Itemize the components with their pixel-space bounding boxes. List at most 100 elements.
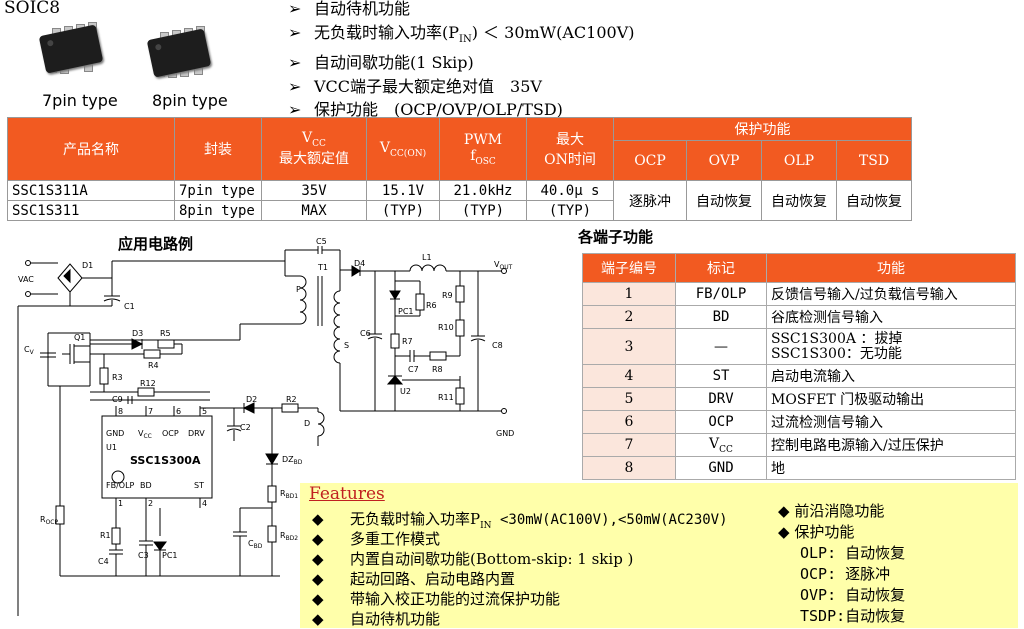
pin-function-title: 各端子功能 xyxy=(578,228,654,246)
header-tsd: TSD xyxy=(836,140,912,181)
vcc-value-2: MAX xyxy=(261,200,367,221)
package-type-7pin: 7pin type xyxy=(42,91,118,110)
features-title: Features xyxy=(309,484,385,504)
feature-left-item: ◆ 带输入校正功能的过流保护功能 xyxy=(312,588,560,609)
label-gnd: GND xyxy=(496,429,514,438)
feature-sub-item: OVP: 自动恢复 xyxy=(800,586,906,604)
label-ic-gnd: GND xyxy=(106,429,124,438)
header-ocp: OCP xyxy=(613,140,687,181)
label-r5: R5 xyxy=(160,329,171,338)
features-panel xyxy=(300,483,1018,628)
pin-number: 8 xyxy=(582,456,676,480)
header-vccon-v: V xyxy=(379,139,391,156)
header-pwm: PWM xyxy=(463,131,503,148)
tsd-value: 自动恢复 xyxy=(836,180,912,221)
feature-left-item: ◆ 自动待机功能 xyxy=(312,608,440,629)
label-r4: R4 xyxy=(148,361,159,370)
pin-number-7: 7 xyxy=(148,407,153,416)
diamond-bullet-icon: ◆ xyxy=(312,570,324,588)
label-l1: L1 xyxy=(422,253,432,262)
pin-number-2: 2 xyxy=(148,499,153,508)
header-fosc-sub: OSC xyxy=(475,156,496,167)
label-vout-sub: OUT xyxy=(499,264,512,271)
diamond-bullet-icon: ◆ xyxy=(312,550,324,568)
pin-number-8: 8 xyxy=(118,407,123,416)
label-r2: R2 xyxy=(286,395,297,404)
feature-text: 无负载时输入功率P xyxy=(350,510,481,528)
pin-number: 3 xyxy=(582,328,676,365)
label-cv-sub: V xyxy=(30,349,35,356)
pin-symbol-v: V xyxy=(709,435,720,452)
label-c3: C3 xyxy=(138,551,149,560)
label-cbd-c: C xyxy=(248,539,254,548)
diamond-bullet-icon: ◆ xyxy=(312,590,324,608)
diamond-bullet-icon: ◆ xyxy=(312,510,324,528)
product-name-1: SSC1S311A xyxy=(7,180,175,201)
pin-header-function: 功能 xyxy=(766,253,1016,283)
feature-text: 起动回路、启动电路内置 xyxy=(350,570,516,588)
label-cv-c: C xyxy=(24,345,30,354)
header-vcc-max: VCC 最大额定值 xyxy=(261,117,367,181)
header-ovp: OVP xyxy=(686,140,762,181)
label-ic-drv: DRV xyxy=(188,429,205,438)
product-name-2: SSC1S311 xyxy=(7,200,175,221)
feature-subscript: IN xyxy=(480,521,492,531)
pin-function: 谷底检测信号输入 xyxy=(766,305,1016,329)
feature-left-item: ◆无负载时输入功率PIN <30mW(AC100V),<50mW(AC230V) xyxy=(312,508,728,531)
label-ic-vcc: VCC xyxy=(138,429,152,440)
label-t1: T1 xyxy=(317,263,328,272)
feature-item: 保护功能 (OCP/OVP/OLP/TSD) xyxy=(314,100,563,120)
ic-part-name: SSC1S300A xyxy=(130,454,201,467)
diamond-bullet-icon: ◆ xyxy=(778,502,790,520)
application-circuit-diagram: VAC D1 C1 C5 T1 D4 L1 VOUT P S D R9 R6 P… xyxy=(17,237,514,616)
pin-symbol: GND xyxy=(675,456,767,480)
feature-text: 带输入校正功能的过流保护功能 xyxy=(350,590,561,608)
feature-text: 保护功能 xyxy=(794,523,855,541)
fosc-value-2: (TYP) xyxy=(439,200,527,221)
vcc-value-1: 35V xyxy=(261,180,367,201)
pin-function-line1: SSC1S300A ：拔掉 xyxy=(771,330,903,347)
pin-number: 2 xyxy=(582,305,676,329)
label-ic-vcc-v: V xyxy=(138,429,144,438)
pin-symbol: BD xyxy=(675,305,767,329)
label-ic-ocp: OCP xyxy=(162,429,179,438)
header-maxon1: 最大 xyxy=(556,132,584,148)
label-rbd1-sub: BD1 xyxy=(286,493,299,500)
arrow-icon: ➢ xyxy=(288,22,302,42)
label-c1: C1 xyxy=(124,302,135,311)
feature-right-item: ◆ 前沿消隐功能 xyxy=(778,500,884,521)
feature-sub-item: OLP: 自动恢复 xyxy=(800,544,906,562)
pin-symbol: DRV xyxy=(675,387,767,411)
diamond-bullet-icon: ◆ xyxy=(312,610,324,628)
label-s: S xyxy=(344,341,349,350)
pin-number-1: 1 xyxy=(118,499,123,508)
header-vcc-on: VCC(ON) xyxy=(366,117,440,181)
feature-text: 多重工作模式 xyxy=(350,530,441,548)
feature-item-rest: ) ＜ 30mW(AC100V) xyxy=(471,22,635,42)
pin-symbol: — xyxy=(675,328,767,365)
feature-text: 自动待机功能 xyxy=(350,610,441,628)
circuit-title: 应用电路例 xyxy=(118,235,194,253)
fosc-value-1: 21.0kHz xyxy=(439,180,527,201)
feature-item: 无负载时输入功率(P xyxy=(314,22,460,42)
subscript: IN xyxy=(459,33,472,45)
package-1: 7pin type xyxy=(174,180,262,201)
arrow-icon: ➢ xyxy=(288,76,302,96)
feature-left-item: ◆内置自动间歇功能(Bottom-skip: 1 skip ) xyxy=(312,548,633,569)
label-c8: C8 xyxy=(492,341,503,350)
label-u2: U2 xyxy=(400,387,411,396)
pin-symbol: VCC xyxy=(675,433,767,457)
header-fosc-f: f xyxy=(470,147,476,164)
pin-function: 启动电流输入 xyxy=(766,364,1016,388)
label-ic-vcc-sub: CC xyxy=(143,433,151,440)
feature-item: 自动待机功能 xyxy=(314,0,411,18)
label-pc1-secondary: PC1 xyxy=(398,307,414,316)
pin-function: 过流检测信号输入 xyxy=(766,410,1016,434)
ocp-value: 逐脉冲 xyxy=(613,180,687,221)
label-dzbd-dz: DZ xyxy=(282,455,294,464)
